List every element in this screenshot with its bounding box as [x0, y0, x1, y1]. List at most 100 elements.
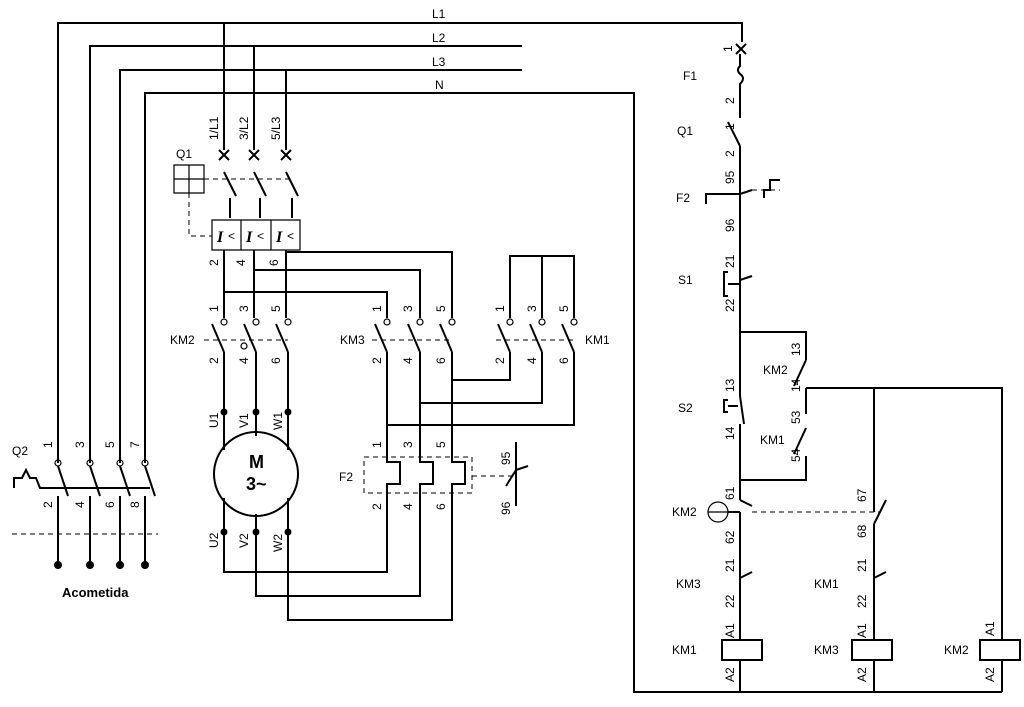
f2-bottom-6: 6	[434, 503, 448, 510]
q2-caption: Acometida	[62, 585, 129, 600]
km1-bottom-4: 4	[525, 357, 539, 364]
km2-top-5: 5	[269, 305, 283, 312]
motor: U1 V1 W1 M 3~ U2 V2 W2	[207, 408, 452, 621]
control-km1-hold-b: 54	[789, 448, 803, 462]
q2-bottom-2: 2	[41, 501, 55, 508]
km3-top-5: 5	[434, 305, 448, 312]
control-km2-hold-b: 14	[789, 378, 803, 392]
coil-km1-a2: A2	[723, 667, 737, 682]
control-km1-hold-tag: KM1	[760, 433, 785, 447]
q1-input-1: 1/L1	[207, 116, 221, 140]
q1-output-6: 6	[267, 259, 281, 266]
f2-top-3: 3	[401, 441, 415, 448]
km2-bottom-4: 4	[237, 357, 251, 364]
q2-bottom-6: 6	[103, 501, 117, 508]
control-f2-terminal-b: 96	[723, 218, 737, 232]
line-l1-label: L1	[432, 7, 446, 21]
control-s2-tag: S2	[678, 401, 693, 415]
km3-bottom-6: 6	[434, 357, 448, 364]
coil-km3-a1: A1	[855, 623, 869, 638]
coil-km3: A1 KM3 A2	[814, 623, 892, 692]
control-s1-terminal-b: 22	[723, 298, 737, 312]
control-km2-no-b: 68	[855, 524, 869, 538]
q1-output-4: 4	[234, 259, 248, 266]
km1-bottom-6: 6	[557, 357, 571, 364]
f2-bottom-2: 2	[370, 503, 384, 510]
line-l2-label: L2	[432, 31, 446, 45]
control-km2-nc-b: 62	[723, 530, 737, 544]
line-l2	[90, 46, 522, 463]
motor-terminal-w1: W1	[271, 412, 285, 430]
km2-top-1: 1	[207, 305, 221, 312]
control-km1-hold-a: 53	[789, 410, 803, 424]
q1-output-2: 2	[207, 259, 221, 266]
km2-contactor: 1 3 5 KM2 2 4 6	[170, 305, 291, 412]
motor-symbol: M	[249, 452, 264, 472]
km3-top-1: 1	[370, 305, 384, 312]
control-s1-tag: S1	[678, 273, 693, 287]
coil-km3-a2: A2	[855, 667, 869, 682]
control-km1-nc-b: 22	[855, 594, 869, 608]
q1-trip-3-symbol: I	[275, 229, 283, 246]
coil-km2-a2: A2	[983, 667, 997, 682]
coil-km2: A1 KM2 A2	[944, 621, 1020, 692]
coil-km1: A1 KM1 A2	[672, 623, 762, 692]
control-km3-nc-b: 22	[723, 594, 737, 608]
q1-breaker: 1/L1 3/L2 5/L3 Q1 I < I	[174, 23, 300, 266]
line-l3	[120, 70, 522, 463]
motor-terminal-w2: W2	[271, 534, 285, 552]
f2-tag: F2	[339, 470, 353, 484]
q1-trip-2-sign: <	[257, 229, 264, 243]
km1-contactor: 1 3 5 KM1 2 4 6	[387, 256, 610, 425]
q1-trip-1-sign: <	[228, 229, 235, 243]
supply-lines: L1 L2 L3 N	[58, 7, 1002, 692]
km3-tag: KM3	[340, 333, 365, 347]
f2-aux-96: 96	[499, 501, 513, 515]
km3-top-3: 3	[401, 305, 415, 312]
q2-top-1: 1	[41, 441, 55, 448]
f2-aux-contact: 95 96	[499, 442, 528, 515]
control-km3-nc-tag: KM3	[676, 577, 701, 591]
q2-switch: Q2 1 3 5 7 2 4 6 8 Acometida	[12, 441, 158, 600]
km1-top-3: 3	[525, 305, 539, 312]
km3-contactor: 1 3 5 KM3 2 4 6	[340, 305, 455, 450]
km1-top-5: 5	[557, 305, 571, 312]
km1-bottom-2: 2	[493, 357, 507, 364]
q2-top-3: 3	[73, 441, 87, 448]
f2-top-1: 1	[370, 441, 384, 448]
line-n	[145, 93, 1002, 692]
motor-terminal-u2: U2	[207, 532, 221, 548]
q1-handle-icon	[174, 165, 204, 193]
line-l1	[58, 23, 742, 463]
control-q1-terminal-b: 2	[723, 150, 737, 157]
q2-bottom-4: 4	[73, 501, 87, 508]
f2-bottom-4: 4	[401, 503, 415, 510]
km2-bottom-2: 2	[207, 357, 221, 364]
control-f2-terminal-a: 95	[723, 170, 737, 184]
q1-contacts	[219, 150, 298, 218]
control-km2-hold-tag: KM2	[763, 363, 788, 377]
line-l3-label: L3	[432, 55, 446, 69]
km3-bottom-4: 4	[401, 357, 415, 364]
km1-top-1: 1	[493, 305, 507, 312]
q2-tag: Q2	[12, 444, 28, 458]
motor-terminal-v1: V1	[237, 413, 251, 428]
power-wiring	[224, 250, 452, 318]
q2-top-5: 5	[103, 441, 117, 448]
control-km2-nc-tag: KM2	[672, 505, 697, 519]
motor-terminal-u1: U1	[207, 412, 221, 428]
control-f1-terminal-a: 1	[721, 45, 735, 52]
coil-km2-a1: A1	[983, 621, 997, 636]
control-km2-nc-a: 61	[723, 486, 737, 500]
control-s2-terminal-a: 13	[723, 378, 737, 392]
coil-km3-tag: KM3	[814, 643, 839, 657]
control-q1-tag: Q1	[677, 124, 693, 138]
coil-km1-tag: KM1	[672, 643, 697, 657]
q1-input-3: 5/L3	[269, 116, 283, 140]
f2-aux-95: 95	[499, 451, 513, 465]
line-n-label: N	[435, 78, 444, 92]
f2-top-5: 5	[434, 441, 448, 448]
f2-thermal-relay: 1 3 5 F2 2 4 6 95 96	[339, 441, 528, 515]
q1-trip-block: I < I < I <	[212, 220, 300, 250]
